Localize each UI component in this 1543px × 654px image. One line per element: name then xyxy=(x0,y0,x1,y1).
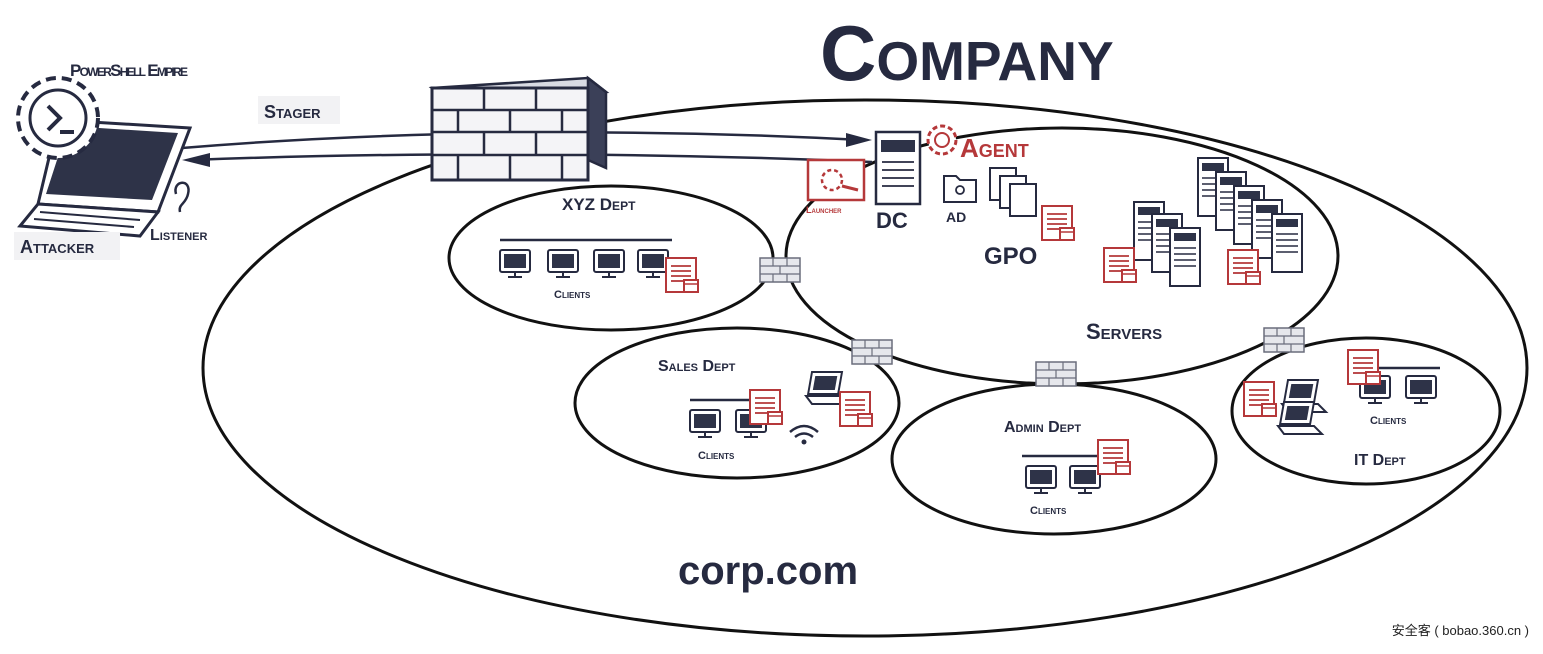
sales-dept-label: Sales Dept xyxy=(658,358,736,375)
firewall-admin-servers xyxy=(1035,361,1077,387)
powershell-empire-gear-icon xyxy=(16,76,100,160)
sales-clients xyxy=(689,371,873,438)
firewall-it-servers xyxy=(1263,327,1305,353)
admin-dept-label: Admin Dept xyxy=(1004,419,1081,436)
server-group-right xyxy=(1197,157,1303,285)
firewall-xyz-servers xyxy=(759,257,801,283)
ad-label: AD xyxy=(946,209,966,225)
stager-label: Stager xyxy=(264,102,321,122)
launcher-label: Launcher xyxy=(806,205,842,215)
corp-domain-label: corp.com xyxy=(678,549,858,593)
xyz-dept-label: XYZ Dept xyxy=(562,195,636,214)
ad-folder-icon xyxy=(943,175,977,203)
dc-server xyxy=(874,130,922,206)
servers-label: Servers xyxy=(1086,319,1162,344)
xyz-clients xyxy=(499,238,699,293)
it-clients-label: Clients xyxy=(1370,415,1407,427)
xyz-clients-label: Clients xyxy=(554,289,591,301)
server-group-left xyxy=(1103,201,1201,287)
perimeter-firewall xyxy=(428,75,610,182)
attacker-label: Attacker xyxy=(20,237,95,257)
launcher-icon xyxy=(806,158,866,202)
company-title: Company xyxy=(820,9,1114,97)
admin-clients xyxy=(1022,439,1131,494)
sales-dept-zone xyxy=(573,326,901,480)
listener-ear-icon xyxy=(174,181,190,213)
agent-label: Agent xyxy=(960,133,1029,163)
it-dept-zone xyxy=(1230,336,1502,486)
agent-gear-icon xyxy=(926,124,958,156)
admin-clients-label: Clients xyxy=(1030,505,1067,517)
powershell-empire-label: PowerShell Empire xyxy=(70,61,188,80)
listener-label: Listener xyxy=(150,227,208,244)
sales-clients-label: Clients xyxy=(698,450,735,462)
it-dept-label: IT Dept xyxy=(1354,452,1406,469)
gpo-label: GPO xyxy=(984,243,1037,270)
watermark-footer: 安全客 ( bobao.360.cn ) xyxy=(1391,623,1529,638)
firewall-sales-servers xyxy=(851,339,893,365)
corp-domain-boundary xyxy=(201,98,1529,638)
gpo-documents xyxy=(989,167,1075,241)
wifi-icon xyxy=(789,424,819,445)
it-clients xyxy=(1243,349,1440,435)
dc-label: DC xyxy=(876,208,908,233)
